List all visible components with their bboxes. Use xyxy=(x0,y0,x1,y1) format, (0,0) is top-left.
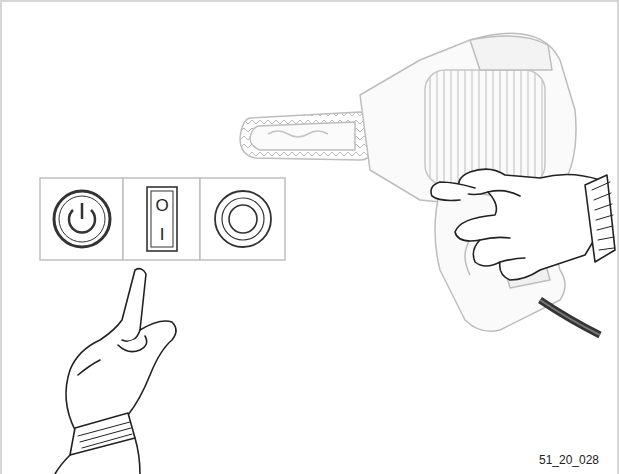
pointing-hand xyxy=(55,269,176,474)
rocker-switch xyxy=(147,187,177,251)
round-button xyxy=(215,191,271,247)
control-panel xyxy=(40,178,285,260)
gripping-hand xyxy=(431,169,615,280)
switch-on-mark: I xyxy=(160,226,165,243)
power-button xyxy=(54,191,110,247)
pruning-saw xyxy=(240,33,600,335)
switch-off-mark: O xyxy=(155,197,168,214)
figure-reference: 51_20_028 xyxy=(539,454,599,466)
